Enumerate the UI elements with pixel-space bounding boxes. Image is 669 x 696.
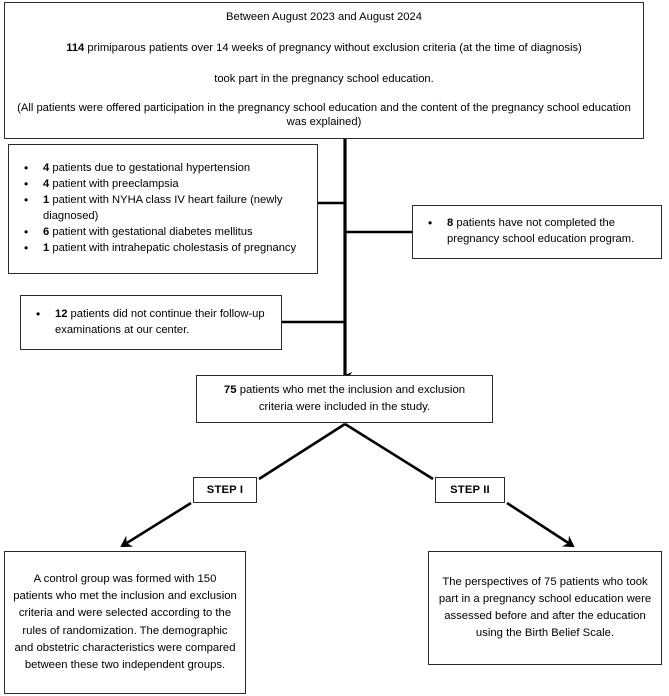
incomplete-text: patients have not completed the pregnanc… [447, 217, 635, 245]
exclusion-text-0: patients due to gestational hypertension [49, 162, 251, 175]
control-group-box: A control group was formed with 150 pati… [4, 551, 246, 694]
followup-list: 12 patients did not continue their follo… [21, 306, 281, 339]
exclusion-count-2: 1 [43, 194, 50, 207]
edge-step2-to-assessment [506, 501, 575, 548]
exclusion-list: 4 patients due to gestational hypertensi… [9, 160, 317, 257]
exclusion-text-4: patient with intrahepatic cholestasis of… [49, 241, 297, 254]
exclusion-text-2: patient with NYHA class IV heart failure… [43, 194, 283, 222]
exclusion-count-0: 4 [43, 162, 50, 175]
list-item: 4 patient with preeclampsia [24, 176, 309, 193]
list-item: 4 patients due to gestational hypertensi… [24, 160, 309, 177]
included-text: patients who met the inclusion and exclu… [236, 383, 466, 413]
assessment-box: The perspectives of 75 patients who took… [428, 551, 662, 665]
included-text-wrap: 75 patients who met the inclusion and ex… [197, 382, 492, 416]
control-group-text: A control group was formed with 150 pati… [13, 573, 237, 671]
edge-included-to-step2 [344, 422, 434, 481]
step-1-label: STEP I [206, 484, 244, 496]
incomplete-education-box: 8 patients have not completed the pregna… [412, 205, 662, 259]
header-line-2: 114 primiparous patients over 14 weeks o… [5, 41, 643, 55]
included-count: 75 [223, 383, 237, 396]
followup-dropout-box: 12 patients did not continue their follo… [20, 295, 282, 350]
exclusion-count-3: 6 [43, 225, 50, 238]
list-item: 1 patient with intrahepatic cholestasis … [24, 240, 309, 257]
incomplete-count: 8 [447, 217, 454, 230]
step-2-label: STEP II [450, 484, 490, 496]
exclusion-criteria-box: 4 patients due to gestational hypertensi… [8, 144, 318, 274]
header-box: Between August 2023 and August 2024 114 … [4, 2, 644, 139]
header-line-1: Between August 2023 and August 2024 [226, 11, 422, 23]
list-item: 6 patient with gestational diabetes mell… [24, 224, 309, 241]
exclusion-count-4: 1 [43, 241, 50, 254]
list-item: 8 patients have not completed the pregna… [428, 215, 653, 248]
header-line-2-count: 114 [66, 42, 85, 54]
edge-included-to-step1 [258, 422, 346, 481]
assessment-text: The perspectives of 75 patients who took… [438, 575, 652, 640]
followup-count: 12 [55, 307, 68, 320]
list-item: 1 patient with NYHA class IV heart failu… [24, 192, 309, 225]
edge-step1-to-control [120, 501, 192, 548]
list-item: 12 patients did not continue their follo… [36, 306, 273, 339]
incomplete-list: 8 patients have not completed the pregna… [413, 215, 661, 248]
header-line-2-text: primiparous patients over 14 weeks of pr… [84, 42, 582, 54]
step-1-box: STEP I [193, 477, 257, 503]
followup-text: patients did not continue their follow-u… [55, 307, 265, 336]
exclusion-text-1: patient with preeclampsia [49, 178, 179, 191]
step-2-box: STEP II [435, 477, 505, 503]
header-line-4: (All patients were offered participation… [17, 102, 631, 128]
included-patients-box: 75 patients who met the inclusion and ex… [196, 375, 493, 423]
exclusion-count-1: 4 [43, 178, 50, 191]
exclusion-text-3: patient with gestational diabetes mellit… [49, 225, 253, 238]
header-line-3: took part in the pregnancy school educat… [214, 73, 434, 85]
